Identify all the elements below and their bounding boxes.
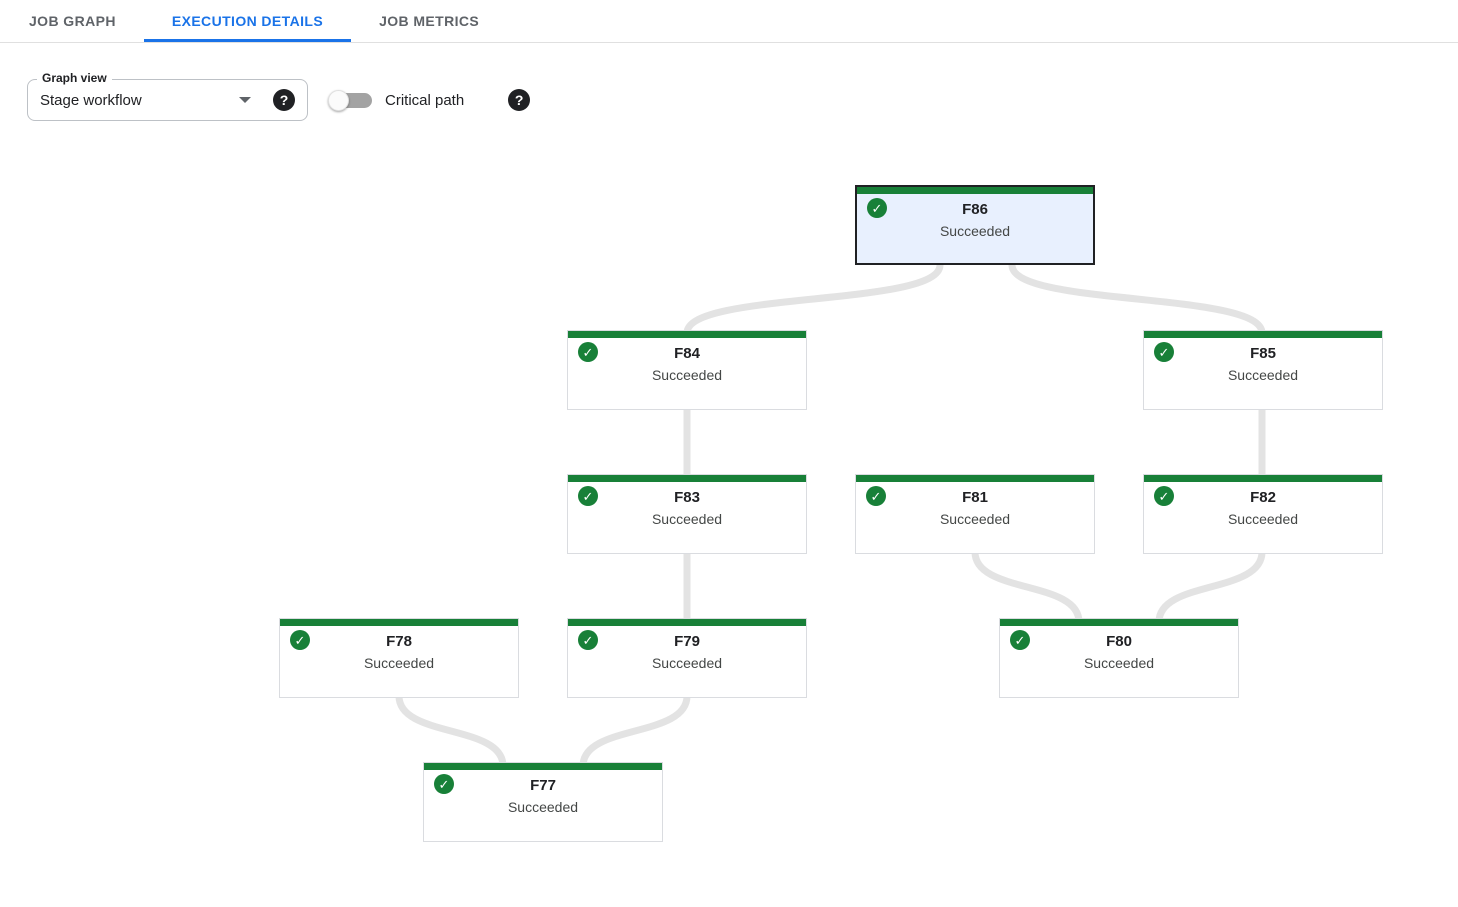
edge-F82-F80 xyxy=(1155,548,1266,626)
stage-title: F83 xyxy=(674,489,700,506)
dropdown-arrow-icon[interactable] xyxy=(239,97,251,103)
stage-status: Succeeded xyxy=(1083,655,1155,671)
stage-title: F86 xyxy=(962,201,988,218)
critical-path-control: Critical path ? xyxy=(328,89,531,111)
check-circle-icon: ✓ xyxy=(1154,486,1174,506)
stage-title: F82 xyxy=(1250,489,1276,506)
stage-status-bar xyxy=(568,475,806,482)
stage-status-bar xyxy=(1144,475,1382,482)
stage-title: F78 xyxy=(386,633,412,650)
stage-status: Succeeded xyxy=(939,511,1011,527)
check-circle-icon: ✓ xyxy=(578,486,598,506)
check-circle-icon: ✓ xyxy=(290,630,310,650)
stage-title: F80 xyxy=(1106,633,1132,650)
edge-F79-F77 xyxy=(579,692,691,770)
edge-F78-F77 xyxy=(395,692,507,770)
stage-status: Succeeded xyxy=(363,655,435,671)
check-circle-icon: ✓ xyxy=(1010,630,1030,650)
edge-F86-F85 xyxy=(1008,261,1266,337)
toggle-knob-icon xyxy=(328,89,349,111)
stage-status: Succeeded xyxy=(651,511,723,527)
stage-status-bar xyxy=(856,475,1094,482)
critical-path-help-icon[interactable]: ? xyxy=(508,89,531,111)
stage-title: F79 xyxy=(674,633,700,650)
stage-status: Succeeded xyxy=(939,223,1011,239)
stage-status-bar xyxy=(1144,331,1382,338)
stage-status-bar xyxy=(280,619,518,626)
tab-job-metrics[interactable]: JOB METRICS xyxy=(379,13,480,29)
edge-F86-F84 xyxy=(683,261,944,337)
stage-title: F77 xyxy=(530,777,556,794)
check-circle-icon: ✓ xyxy=(867,198,887,218)
check-circle-icon: ✓ xyxy=(578,342,598,362)
graph-view-label: Graph view xyxy=(37,71,112,85)
graph-controls: Graph view Stage workflow ? Critical pat… xyxy=(27,71,1458,121)
stage-title: F81 xyxy=(962,489,988,506)
tab-execution-details[interactable]: EXECUTION DETAILS xyxy=(143,0,352,42)
stage-status: Succeeded xyxy=(651,655,723,671)
stage-status: Succeeded xyxy=(651,367,723,383)
critical-path-label: Critical path xyxy=(385,91,465,109)
stage-status: Succeeded xyxy=(1227,511,1299,527)
tab-bar: JOB GRAPH EXECUTION DETAILS JOB METRICS xyxy=(0,0,1458,43)
stage-status-bar xyxy=(857,187,1093,194)
check-circle-icon: ✓ xyxy=(434,774,454,794)
check-circle-icon: ✓ xyxy=(1154,342,1174,362)
stage-status-bar xyxy=(1000,619,1238,626)
critical-path-toggle[interactable] xyxy=(328,89,372,111)
graph-view-value: Stage workflow xyxy=(40,91,142,109)
tab-job-graph[interactable]: JOB GRAPH xyxy=(29,13,116,29)
edge-F81-F80 xyxy=(971,548,1083,626)
stage-title: F85 xyxy=(1250,345,1276,362)
stage-status-bar xyxy=(568,619,806,626)
stage-status-bar xyxy=(568,331,806,338)
stage-title: F84 xyxy=(674,345,700,362)
graph-view-select[interactable]: Graph view Stage workflow ? xyxy=(27,71,308,121)
stage-status-bar xyxy=(424,763,662,770)
check-circle-icon: ✓ xyxy=(578,630,598,650)
graph-view-help-icon[interactable]: ? xyxy=(273,89,295,111)
check-circle-icon: ✓ xyxy=(866,486,886,506)
stage-status: Succeeded xyxy=(1227,367,1299,383)
stage-status: Succeeded xyxy=(507,799,579,815)
